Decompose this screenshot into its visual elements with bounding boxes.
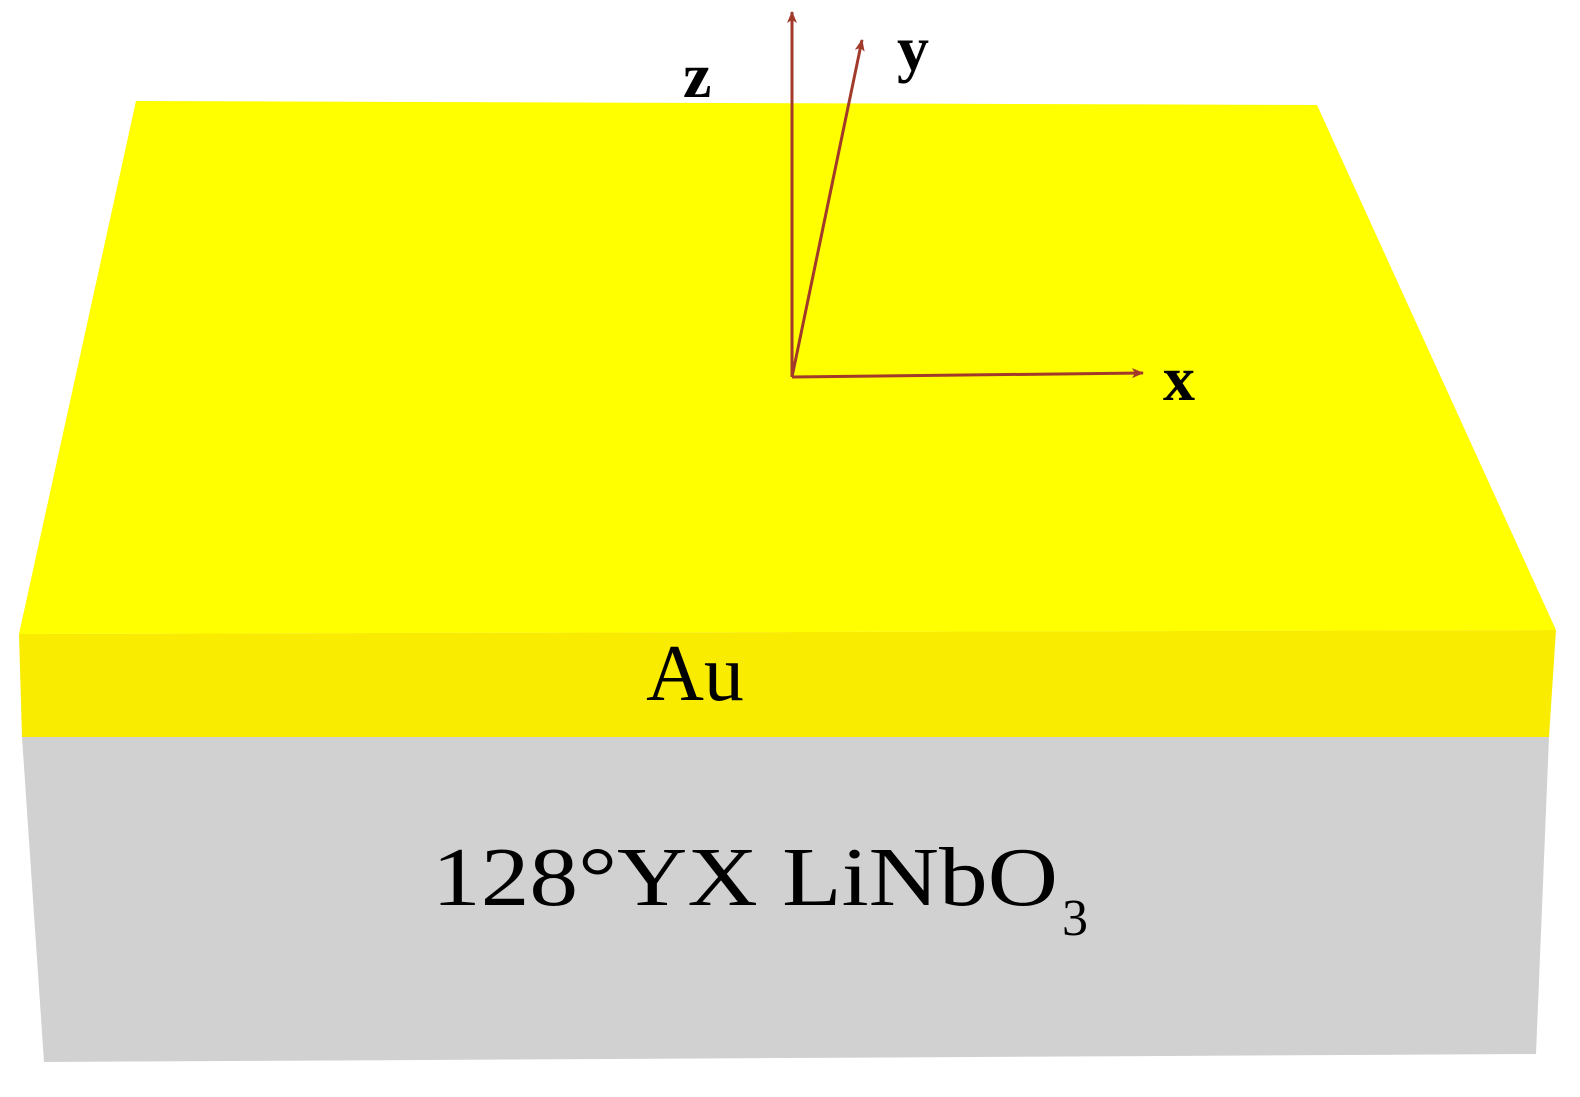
coordinate-axes [787, 11, 1144, 379]
substrate-label: 128°YX LiNbO [432, 831, 1058, 924]
x-axis-arrow [791, 368, 1144, 379]
au-layer-front-face [19, 630, 1556, 737]
substrate-front-face [22, 737, 1549, 1062]
substrate-label-main: 128°YX LiNbO [432, 831, 1058, 924]
y-axis-arrow [790, 39, 865, 378]
z-axis-label: z [683, 40, 711, 111]
x-axis-label: x [1163, 343, 1195, 414]
au-layer-top-face [19, 101, 1556, 634]
substrate-label-subscript: 3 [1062, 890, 1088, 947]
au-layer-label: Au [646, 630, 744, 718]
y-axis-label: y [897, 13, 929, 84]
